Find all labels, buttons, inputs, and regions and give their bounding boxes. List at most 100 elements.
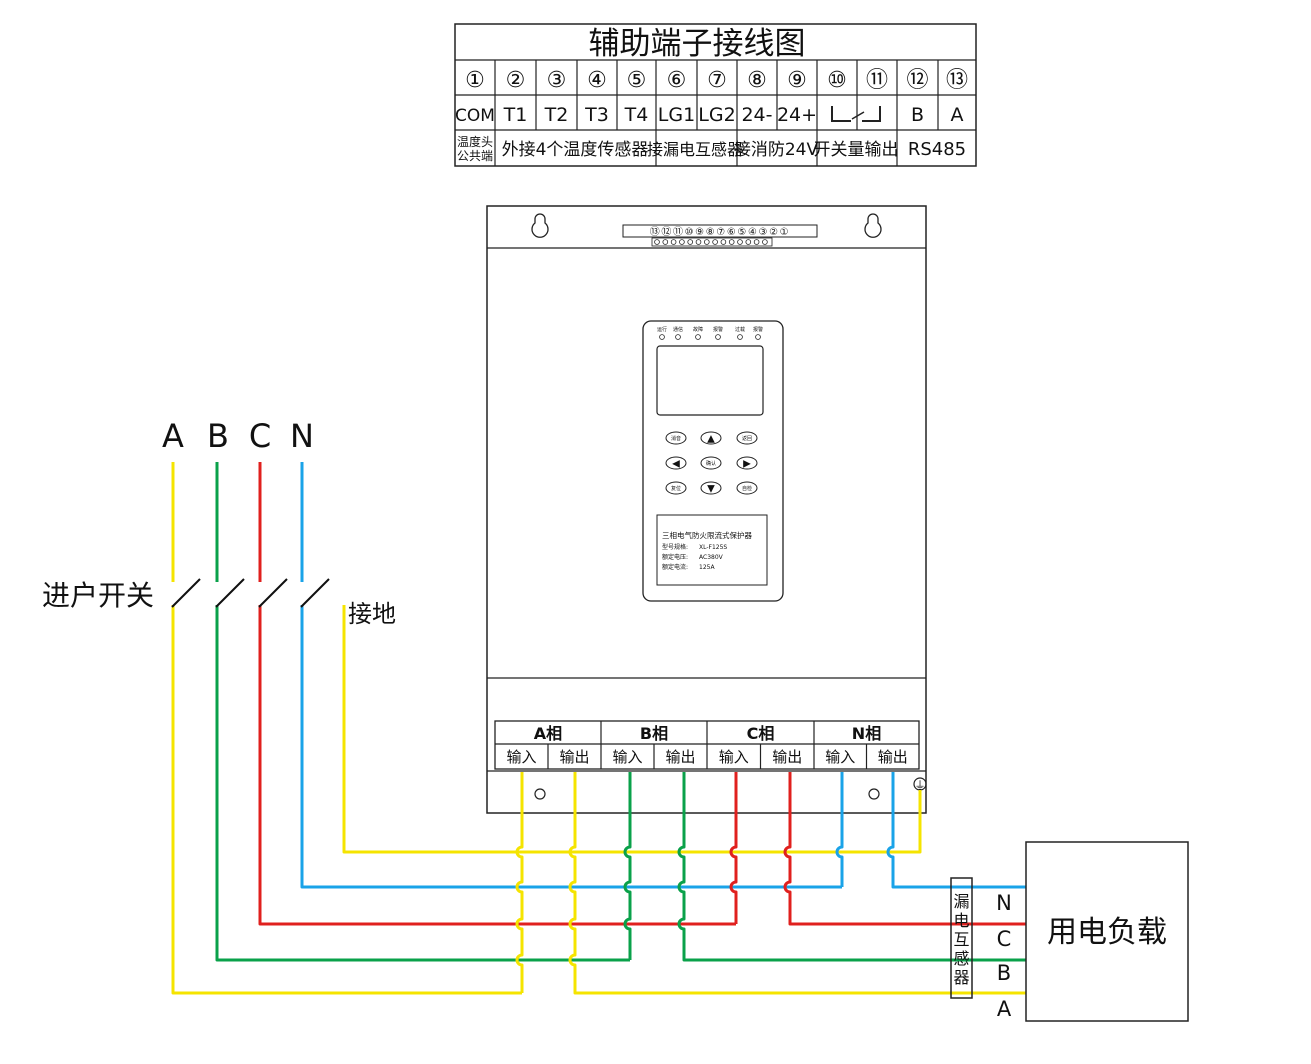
indicator-label-2: 通信 bbox=[673, 326, 683, 333]
device-output-c bbox=[783, 772, 1026, 926]
terminal-pin bbox=[670, 239, 677, 245]
self-test-button-label: 自检 bbox=[742, 485, 752, 492]
ground-symbol-icon: ⏚ bbox=[915, 779, 926, 792]
ground-label: 接地 bbox=[348, 600, 396, 628]
indicator-label-6: 报警 bbox=[753, 326, 763, 333]
incoming-wire-n bbox=[300, 605, 842, 889]
confirm-button-label: 确认 bbox=[706, 460, 716, 467]
terminal-code-5: T4 bbox=[624, 104, 649, 126]
indicator-led-4 bbox=[715, 334, 721, 340]
nameplate-current-label: 额定电流: bbox=[662, 563, 688, 571]
lcd-screen bbox=[656, 345, 764, 416]
back-button[interactable]: 返回 bbox=[736, 431, 758, 445]
load-terminal-c: C bbox=[997, 927, 1012, 951]
mute-button-label: 消音 bbox=[671, 435, 681, 442]
relay-contact-symbol bbox=[831, 106, 881, 122]
mute-button[interactable]: 消音 bbox=[665, 431, 687, 445]
terminal-table-title: 辅助端子接线图 bbox=[589, 26, 806, 62]
device-input-a bbox=[515, 772, 524, 993]
terminal-pin bbox=[753, 239, 760, 245]
confirm-button[interactable]: 确认 bbox=[700, 456, 722, 470]
indicator-label-4: 报警 bbox=[713, 326, 723, 333]
reset-button[interactable]: 复位 bbox=[665, 481, 687, 495]
group-label-leakage-ct: 接漏电互感器 bbox=[647, 140, 743, 159]
main-switch: 进户开关 bbox=[42, 578, 330, 612]
electrical-load: 用电负载 N C B A bbox=[996, 841, 1189, 1022]
group-label-common-1: 温度头 bbox=[457, 134, 493, 149]
indicator-label-3: 故障 bbox=[693, 326, 703, 333]
leakage-current-transformer: 漏电互感器 bbox=[950, 877, 973, 999]
ct-label-char-0: 漏 bbox=[953, 892, 969, 911]
terminal-number-9: ⑨ bbox=[787, 68, 807, 93]
phase-output-label-0: 输出 bbox=[559, 748, 589, 766]
phase-output-label-3: 输出 bbox=[878, 748, 908, 766]
device-output-n bbox=[886, 772, 1026, 889]
group-label-temperature: 外接4个温度传感器 bbox=[502, 140, 649, 160]
terminal-code-3: T2 bbox=[544, 104, 569, 126]
indicator-led-6 bbox=[755, 334, 761, 340]
right-arrow-button-label: ▶ bbox=[743, 459, 751, 470]
right-arrow-button[interactable]: ▶ bbox=[736, 456, 758, 470]
group-label-switch-output: 开关量输出 bbox=[814, 140, 899, 160]
phase-header-3: N相 bbox=[852, 724, 881, 743]
phase-header-0: A相 bbox=[534, 724, 562, 743]
incoming-wire-c bbox=[258, 605, 736, 926]
mounting-hole-right bbox=[864, 213, 882, 238]
incoming-label-b: B bbox=[207, 417, 229, 455]
nameplate-model-value: XL-F125S bbox=[699, 544, 727, 551]
device-output-a bbox=[568, 772, 1026, 995]
left-arrow-button-label: ◀ bbox=[672, 459, 680, 470]
nameplate-voltage-label: 额定电压: bbox=[662, 553, 688, 561]
indicator-led-3 bbox=[695, 334, 701, 340]
up-arrow-button[interactable]: ▲ bbox=[700, 431, 722, 445]
nameplate-voltage-value: AC380V bbox=[699, 554, 724, 561]
group-label-rs485: RS485 bbox=[908, 139, 966, 160]
phase-output-label-1: 输出 bbox=[665, 748, 695, 766]
indicator-label-5: 过载 bbox=[735, 326, 745, 333]
left-arrow-button[interactable]: ◀ bbox=[665, 456, 687, 470]
device-input-b bbox=[623, 772, 632, 960]
self-test-button[interactable]: 自检 bbox=[736, 481, 758, 495]
terminal-code-1: COM bbox=[455, 106, 495, 126]
terminal-number-5: ⑤ bbox=[627, 68, 647, 93]
indicator-led-5 bbox=[737, 334, 743, 340]
nameplate-title: 三相电气防火限流式保护器 bbox=[662, 530, 752, 540]
down-arrow-button[interactable]: ▼ bbox=[700, 481, 722, 495]
device-output-b bbox=[677, 772, 1026, 962]
terminal-pin bbox=[720, 239, 727, 245]
screw-left bbox=[534, 788, 546, 800]
terminal-code-13: A bbox=[951, 104, 964, 126]
terminal-number-11: ⑪ bbox=[866, 68, 888, 93]
protector-device: ⑬⑫⑪⑩⑨⑧⑦⑥⑤④③②① 运行通信故障报警过载报警 消音▲返回◀确认▶复位▼自… bbox=[486, 205, 927, 814]
device-input-n bbox=[835, 772, 844, 887]
down-arrow-button-label: ▼ bbox=[707, 484, 715, 495]
phase-input-label-0: 输入 bbox=[506, 748, 536, 766]
screw-right bbox=[868, 788, 880, 800]
terminal-number-6: ⑥ bbox=[667, 68, 687, 93]
mounting-hole-left bbox=[531, 213, 549, 238]
wires bbox=[171, 462, 1026, 995]
incoming-label-a: A bbox=[162, 417, 184, 455]
terminal-number-2: ② bbox=[506, 68, 526, 93]
terminal-number-4: ④ bbox=[587, 68, 607, 93]
terminal-number-3: ③ bbox=[547, 68, 567, 93]
indicator-led-1 bbox=[659, 334, 665, 340]
terminal-pin bbox=[737, 239, 743, 245]
terminal-pin bbox=[728, 239, 735, 245]
terminal-code-6: LG1 bbox=[658, 104, 695, 126]
phase-header-2: C相 bbox=[747, 724, 775, 743]
indicator-label-1: 运行 bbox=[657, 326, 667, 333]
group-label-common-2: 公共端 bbox=[457, 149, 493, 163]
nameplate bbox=[656, 514, 768, 586]
incoming-wire-b bbox=[215, 605, 630, 962]
terminal-pin bbox=[745, 239, 752, 245]
up-arrow-button-label: ▲ bbox=[707, 434, 715, 445]
terminal-code-4: T3 bbox=[584, 104, 609, 126]
terminal-code-12: B bbox=[911, 104, 924, 126]
ct-label-char-2: 互 bbox=[953, 930, 969, 949]
terminal-pin bbox=[687, 239, 693, 245]
incoming-label-n: N bbox=[290, 417, 314, 455]
terminal-pin bbox=[662, 239, 669, 245]
load-terminal-b: B bbox=[997, 961, 1011, 985]
